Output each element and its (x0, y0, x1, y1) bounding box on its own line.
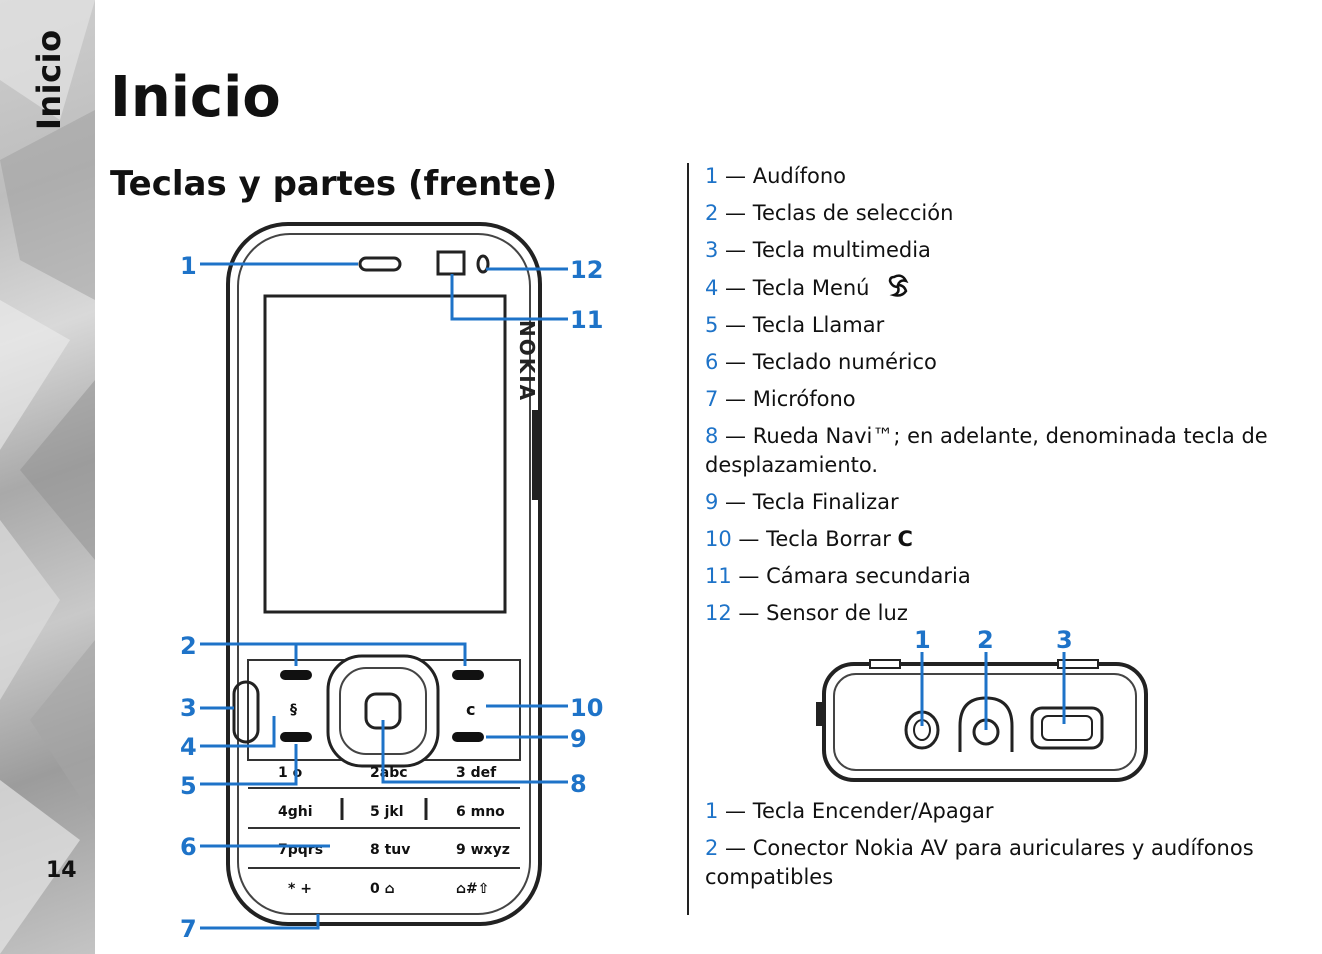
page-title: Inicio (110, 65, 281, 130)
item-separator: — (718, 238, 753, 262)
item-separator: — (731, 601, 767, 625)
list-item: 8 — Rueda Navi™; en adelante, denominada… (705, 422, 1305, 480)
menu-key-icon (888, 274, 909, 297)
svg-text:NOKIA: NOKIA (515, 320, 539, 402)
svg-text:4: 4 (180, 733, 197, 761)
svg-text:9 wxyz: 9 wxyz (456, 842, 510, 858)
item-text: Conector Nokia AV para auriculares y aud… (705, 836, 1254, 889)
list-item: 1 — Audífono (705, 162, 1305, 191)
svg-text:* +: * + (288, 881, 312, 897)
item-number: 8 (705, 424, 719, 448)
abstract-pattern (0, 0, 95, 954)
list-item: 7 — Micrófono (705, 385, 1305, 414)
item-number: 3 (705, 238, 719, 262)
svg-text:⌂#⇧: ⌂#⇧ (456, 881, 489, 897)
svg-text:7pqrs: 7pqrs (278, 842, 323, 858)
svg-text:5: 5 (180, 772, 197, 800)
item-text: Teclas de selección (752, 201, 954, 225)
item-number: 1 (705, 799, 719, 823)
page-number: 14 (46, 858, 77, 883)
svg-text:4ghi: 4ghi (278, 804, 313, 820)
list-item: 11 — Cámara secundaria (705, 562, 1305, 591)
item-number: 6 (705, 350, 719, 374)
svg-text:1 o: 1 o (278, 765, 303, 781)
list-item: 3 — Tecla multimedia (705, 236, 1305, 265)
list-item: 6 — Teclado numérico (705, 348, 1305, 377)
svg-text:1: 1 (180, 252, 197, 280)
section-subtitle: Teclas y partes (frente) (110, 164, 558, 204)
svg-text:3: 3 (180, 694, 197, 722)
svg-text:c: c (466, 700, 475, 719)
item-text: Tecla Encender/Apagar (752, 799, 994, 823)
list-item: 9 — Tecla Finalizar (705, 488, 1305, 517)
svg-text:12: 12 (570, 256, 603, 284)
item-text: Sensor de luz (766, 601, 908, 625)
svg-text:2: 2 (180, 632, 197, 660)
svg-text:6: 6 (180, 833, 197, 861)
item-text: Tecla Finalizar (752, 490, 899, 514)
svg-text:1: 1 (914, 626, 931, 654)
item-separator: — (731, 527, 767, 551)
item-separator: — (731, 564, 767, 588)
item-text: Rueda Navi™; en adelante, denominada tec… (705, 424, 1268, 477)
list-item: 2 — Teclas de selección (705, 199, 1305, 228)
list-item: 2 — Conector Nokia AV para auriculares y… (705, 834, 1305, 892)
item-number: 12 (705, 601, 732, 625)
svg-text:2abc: 2abc (370, 765, 408, 781)
list-item: 5 — Tecla Llamar (705, 311, 1305, 340)
item-number: 7 (705, 387, 719, 411)
decorative-side-strip: Inicio 14 (0, 0, 95, 954)
svg-text:2: 2 (977, 626, 994, 654)
phone-top-diagram: 1 2 3 (816, 626, 1148, 782)
list-item: 10 — Tecla Borrar C (705, 525, 1305, 554)
item-separator: — (718, 799, 753, 823)
item-number: 11 (705, 564, 732, 588)
item-text: Cámara secundaria (766, 564, 971, 588)
svg-text:3: 3 (1056, 626, 1073, 654)
front-parts-list: 1 — Audífono 2 — Teclas de selección 3 —… (705, 162, 1305, 636)
item-text: Tecla multimedia (752, 238, 931, 262)
item-text: Teclado numérico (752, 350, 937, 374)
item-number: 5 (705, 313, 719, 337)
item-text: Audífono (752, 164, 846, 188)
svg-text:10: 10 (570, 694, 603, 722)
item-separator: — (718, 490, 753, 514)
item-separator: — (718, 836, 753, 860)
list-item: 12 — Sensor de luz (705, 599, 1305, 628)
item-number: 9 (705, 490, 719, 514)
svg-text:5 jkl: 5 jkl (370, 804, 404, 820)
phone-front-diagram: NOKIA § c 1 o 2abc 3 def 4ghi 5 jkl 6 mno 7p… (180, 222, 603, 943)
svg-text:7: 7 (180, 915, 197, 943)
svg-text:3 def: 3 def (456, 765, 497, 781)
item-number: 10 (705, 527, 732, 551)
item-separator: — (718, 313, 753, 337)
list-item: 4 — Tecla Menú (705, 273, 1305, 303)
svg-text:8: 8 (570, 770, 587, 798)
item-separator: — (718, 164, 753, 188)
column-divider (687, 163, 689, 915)
item-number: 1 (705, 164, 719, 188)
item-separator: — (718, 201, 753, 225)
svg-text:9: 9 (570, 725, 587, 753)
section-tab-label: Inicio (30, 29, 68, 130)
item-text: Tecla Borrar (766, 527, 891, 551)
svg-text:8 tuv: 8 tuv (370, 842, 410, 858)
item-number: 2 (705, 201, 719, 225)
svg-text:§: § (290, 702, 297, 718)
item-separator: — (718, 350, 753, 374)
item-separator: — (718, 387, 753, 411)
item-text: Tecla Menú (752, 276, 870, 300)
list-item: 1 — Tecla Encender/Apagar (705, 797, 1305, 826)
item-text: Tecla Llamar (752, 313, 885, 337)
svg-text:0 ⌂: 0 ⌂ (370, 881, 395, 897)
item-separator: — (718, 276, 753, 300)
item-number: 2 (705, 836, 719, 860)
top-parts-list: 1 — Tecla Encender/Apagar 2 — Conector N… (705, 797, 1305, 900)
item-separator: — (718, 424, 753, 448)
item-number: 4 (705, 276, 719, 300)
clear-key-glyph: C (897, 527, 913, 551)
item-text: Micrófono (752, 387, 856, 411)
svg-text:6 mno: 6 mno (456, 804, 505, 820)
svg-text:11: 11 (570, 306, 603, 334)
